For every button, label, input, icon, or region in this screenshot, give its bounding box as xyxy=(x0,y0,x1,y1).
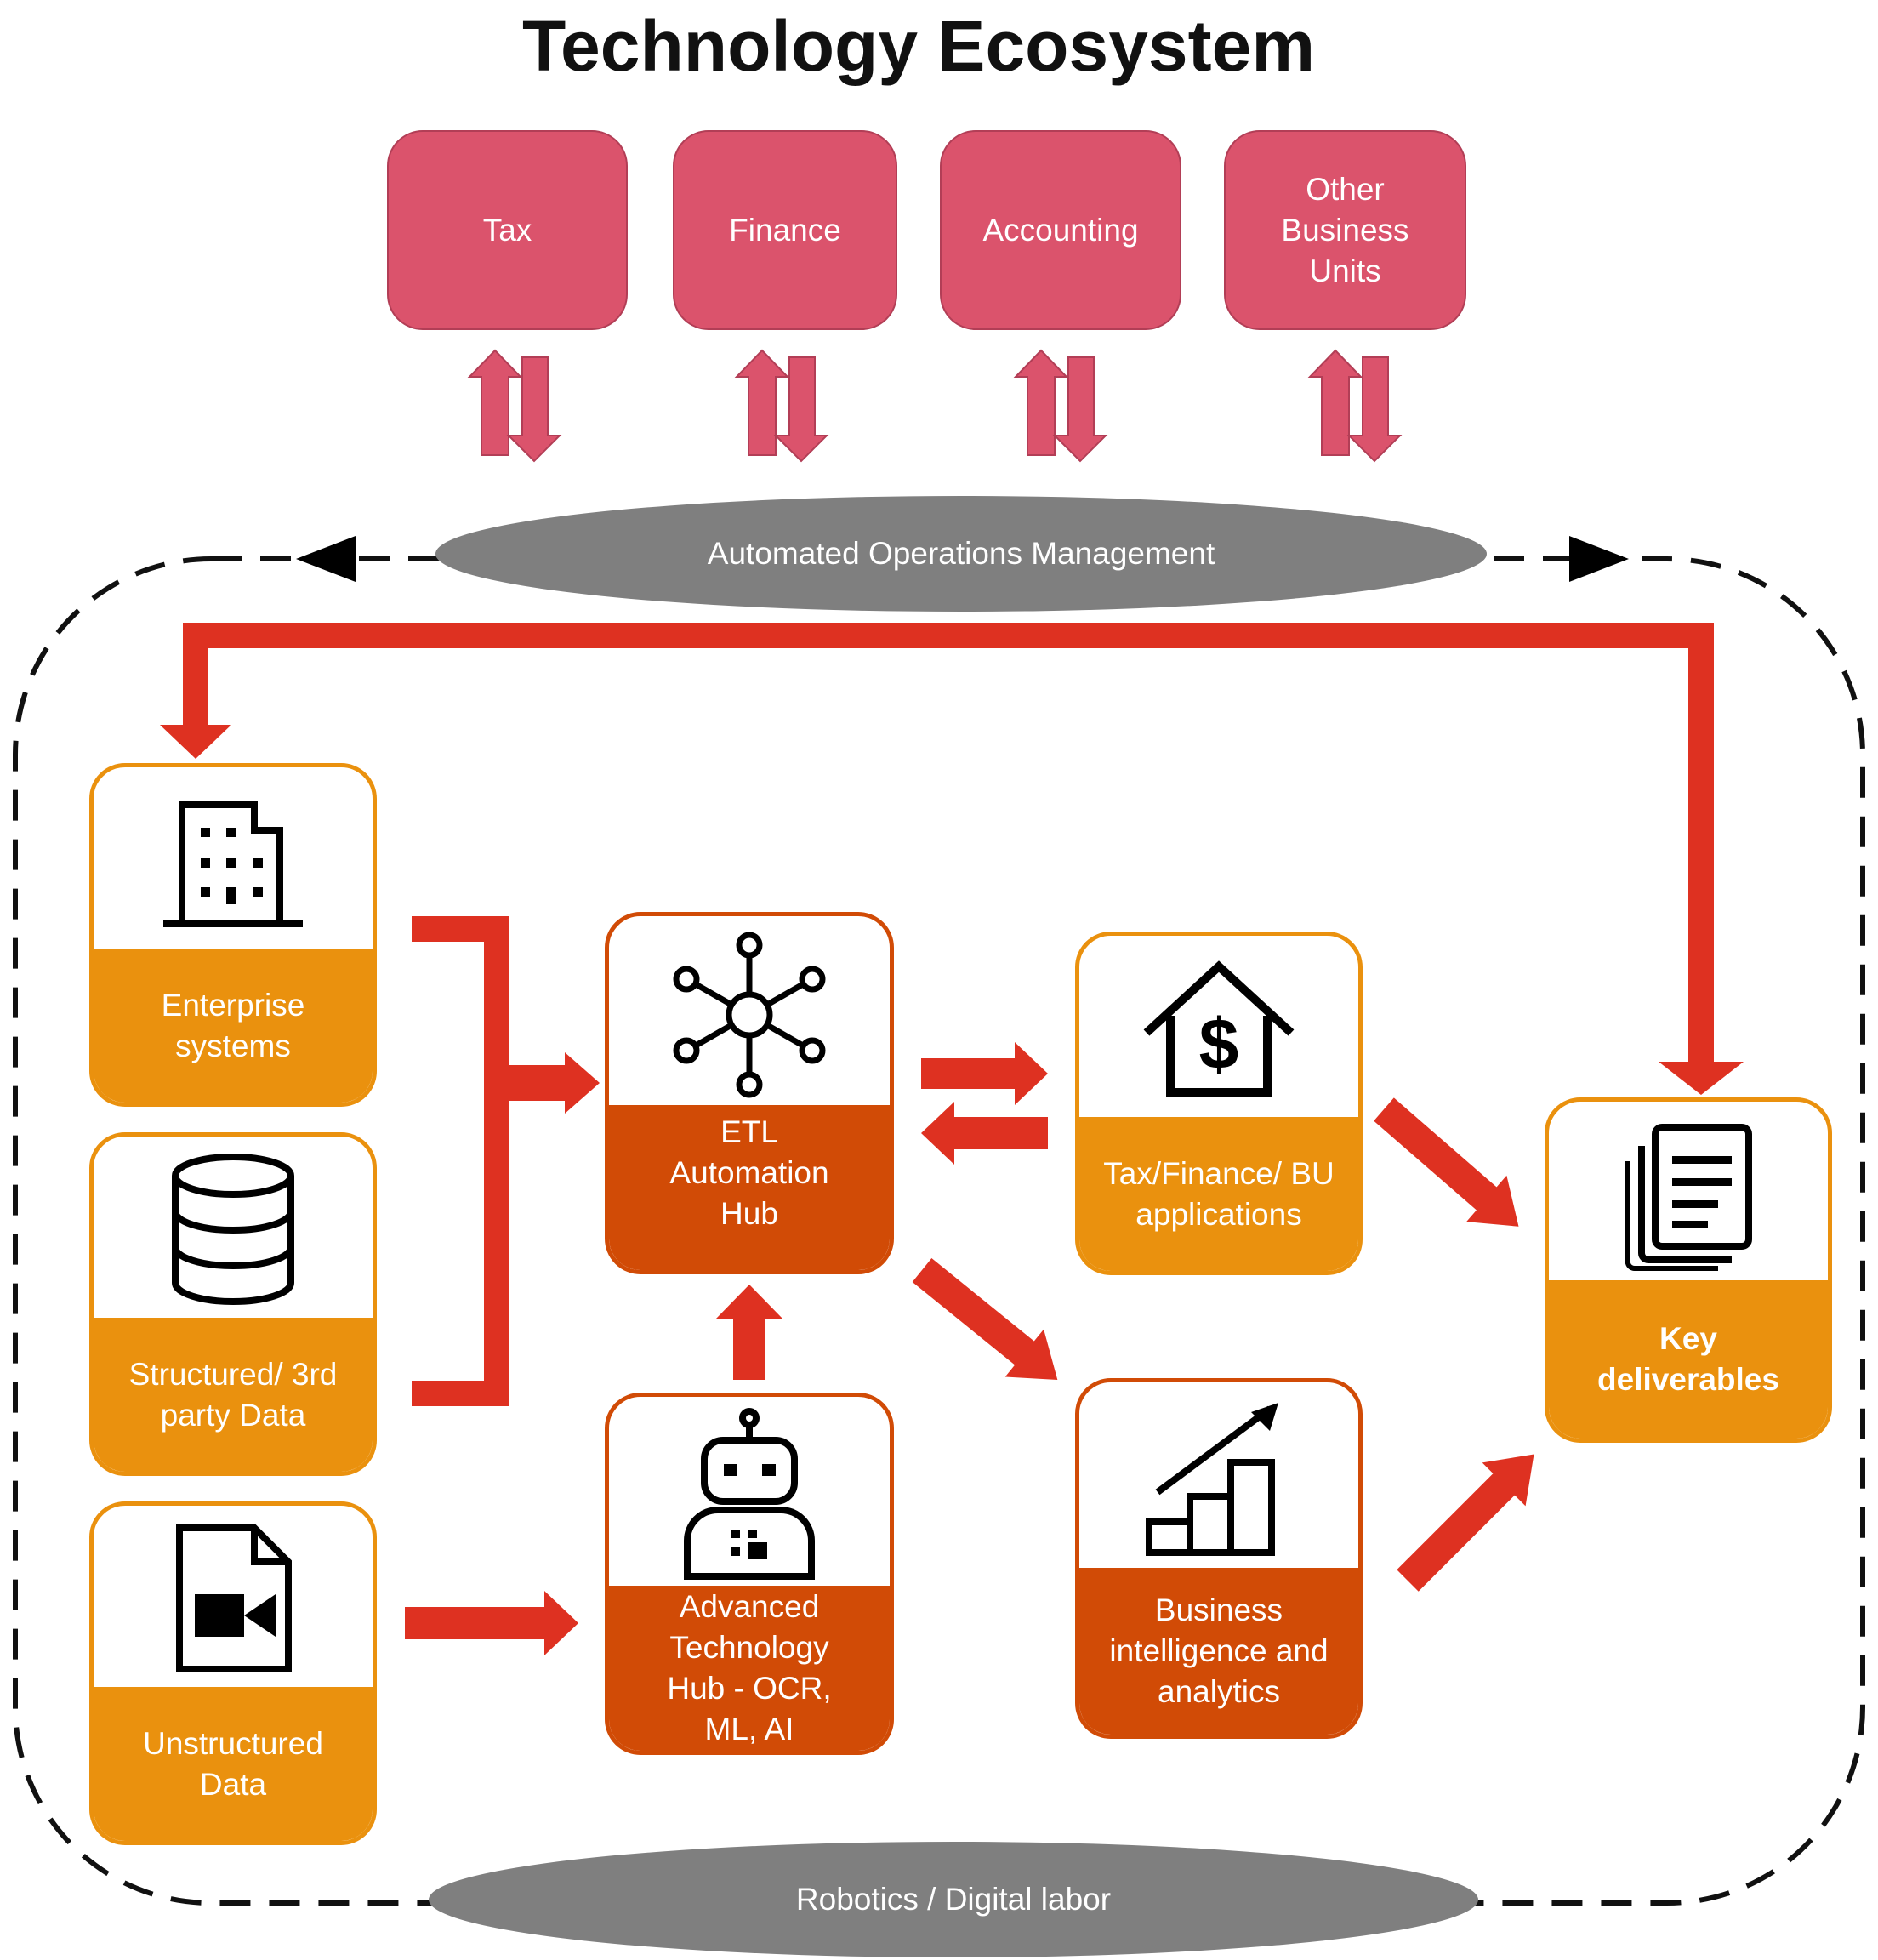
video-file-icon xyxy=(94,1506,373,1691)
building-icon xyxy=(94,767,373,953)
apps-to-deliverables-arrow xyxy=(1374,1097,1519,1227)
unstructured-to-advanced-arrow xyxy=(405,1591,578,1655)
bi-to-deliverables-arrow xyxy=(1397,1454,1534,1592)
house-dollar-icon: $ xyxy=(1079,936,1358,1121)
etl-to-bi-arrow xyxy=(912,1258,1058,1381)
card-structured-data[interactable]: Structured/ 3rd party Data xyxy=(89,1132,377,1476)
bu-arrow-tax xyxy=(467,349,562,463)
bu-label-accounting: Accounting xyxy=(982,212,1139,248)
etl-to-apps-arrow xyxy=(921,1042,1048,1105)
key-deliverables-label: Key deliverables xyxy=(1549,1280,1828,1439)
bu-label-finance: Finance xyxy=(729,212,841,248)
bu-arrow-finance xyxy=(734,349,829,463)
automated-operations-label: Automated Operations Management xyxy=(707,536,1215,571)
bu-box-other[interactable]: Other Business Units xyxy=(1224,130,1466,330)
bu-arrow-other xyxy=(1307,349,1403,463)
automated-operations-band[interactable]: Automated Operations Management xyxy=(435,496,1487,612)
bu-arrow-accounting xyxy=(1013,349,1108,463)
bu-box-accounting[interactable]: Accounting xyxy=(940,130,1181,330)
apps-to-etl-arrow xyxy=(921,1102,1048,1165)
card-applications[interactable]: $ Tax/Finance/ BU applications xyxy=(1075,932,1363,1275)
database-icon xyxy=(94,1137,373,1322)
boundary-arrowhead-right xyxy=(1569,536,1629,582)
unstructured-data-label: Unstructured Data xyxy=(94,1687,373,1841)
bu-arrows xyxy=(467,349,1403,463)
card-key-deliverables[interactable]: Key deliverables xyxy=(1545,1097,1832,1443)
card-enterprise-systems[interactable]: Enterprise systems xyxy=(89,763,377,1107)
svg-text:$: $ xyxy=(1199,1004,1239,1084)
bu-label-tax: Tax xyxy=(482,212,532,248)
feedback-arrowhead-enterprise xyxy=(160,725,231,759)
enterprise-systems-label: Enterprise systems xyxy=(94,949,373,1102)
page-title: Technology Ecosystem xyxy=(521,6,1316,86)
growth-chart-icon xyxy=(1079,1382,1358,1576)
applications-label: Tax/Finance/ BU applications xyxy=(1079,1117,1358,1271)
structured-data-label: Structured/ 3rd party Data xyxy=(94,1318,373,1472)
documents-icon xyxy=(1549,1102,1828,1289)
bu-label-other: Other Business Units xyxy=(1281,171,1409,288)
bu-box-tax[interactable]: Tax xyxy=(387,130,628,330)
card-business-intelligence[interactable]: Business intelligence and analytics xyxy=(1075,1378,1363,1739)
network-hub-icon xyxy=(609,916,890,1114)
card-advanced-hub[interactable]: Advanced Technology Hub - OCR, ML, AI xyxy=(605,1393,894,1755)
boundary-arrowhead-left xyxy=(296,536,356,582)
robotics-band[interactable]: Robotics / Digital labor xyxy=(429,1842,1478,1957)
etl-hub-label: ETL Automation Hub xyxy=(609,1105,890,1270)
robotics-label: Robotics / Digital labor xyxy=(795,1882,1112,1917)
feedback-arrowhead-deliverables xyxy=(1659,1062,1744,1095)
business-intelligence-label: Business intelligence and analytics xyxy=(1079,1568,1358,1735)
advanced-to-etl-arrow xyxy=(716,1285,782,1380)
advanced-hub-label: Advanced Technology Hub - OCR, ML, AI xyxy=(609,1586,890,1751)
sources-bracket xyxy=(412,916,509,1406)
sources-to-etl-arrow xyxy=(497,1052,600,1114)
card-unstructured-data[interactable]: Unstructured Data xyxy=(89,1501,377,1845)
feedback-loop-line xyxy=(183,623,1714,1063)
robot-icon xyxy=(609,1397,890,1594)
card-etl-hub[interactable]: ETL Automation Hub xyxy=(605,912,894,1274)
bu-box-finance[interactable]: Finance xyxy=(673,130,897,330)
